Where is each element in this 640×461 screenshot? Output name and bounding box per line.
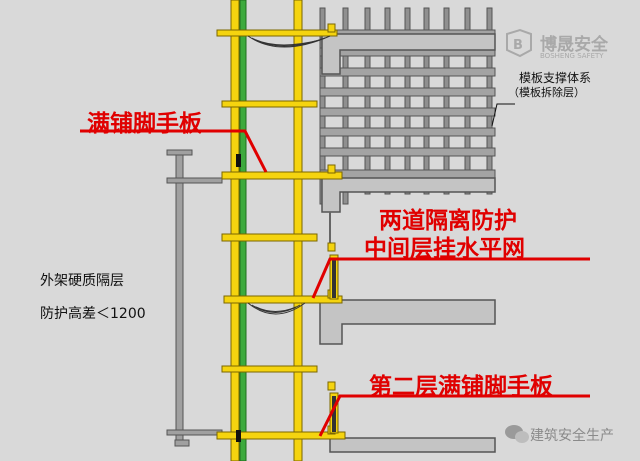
watermark-brand-cn: 博晟安全 <box>540 35 608 55</box>
rebar-posts <box>319 7 493 205</box>
formwork-system-label: 模板支撑体系 <box>519 71 592 85</box>
edge-guards <box>329 254 339 434</box>
watermark-bottom: 建筑安全生产 <box>530 428 614 444</box>
wechat-icon <box>505 425 529 443</box>
brand-logo-icon: B <box>506 28 532 58</box>
formwork-removed-label: （模板拆除层） <box>508 86 585 99</box>
two-protection-label: 两道隔离防护 <box>379 208 517 234</box>
svg-text:B: B <box>513 38 523 53</box>
slab-edges <box>319 33 496 453</box>
callout-lines <box>80 129 590 437</box>
couplers <box>236 154 241 442</box>
watermark-brand-en: BOSHENG SAFETY <box>540 52 604 60</box>
scaffold-tower <box>166 0 346 461</box>
formwork-beams <box>319 29 496 179</box>
inner-pole-left <box>230 0 240 461</box>
height-diff-label: 防护高差＜1200 <box>40 306 146 322</box>
second-plank-label: 第二层满铺脚手板 <box>369 374 553 400</box>
formwork-leader-line <box>491 103 515 127</box>
inner-pole-right <box>293 0 303 461</box>
scaffold-ledgers <box>216 29 346 440</box>
isolation-layer-label: 外架硬质隔层 <box>40 273 124 289</box>
full-plank-label: 满铺脚手板 <box>87 111 202 137</box>
building-structure <box>319 7 496 453</box>
outer-pole <box>175 149 184 441</box>
safety-net-green <box>239 0 247 461</box>
horizontal-net-icon <box>247 35 331 315</box>
middle-net-label: 中间层挂水平网 <box>364 236 525 262</box>
